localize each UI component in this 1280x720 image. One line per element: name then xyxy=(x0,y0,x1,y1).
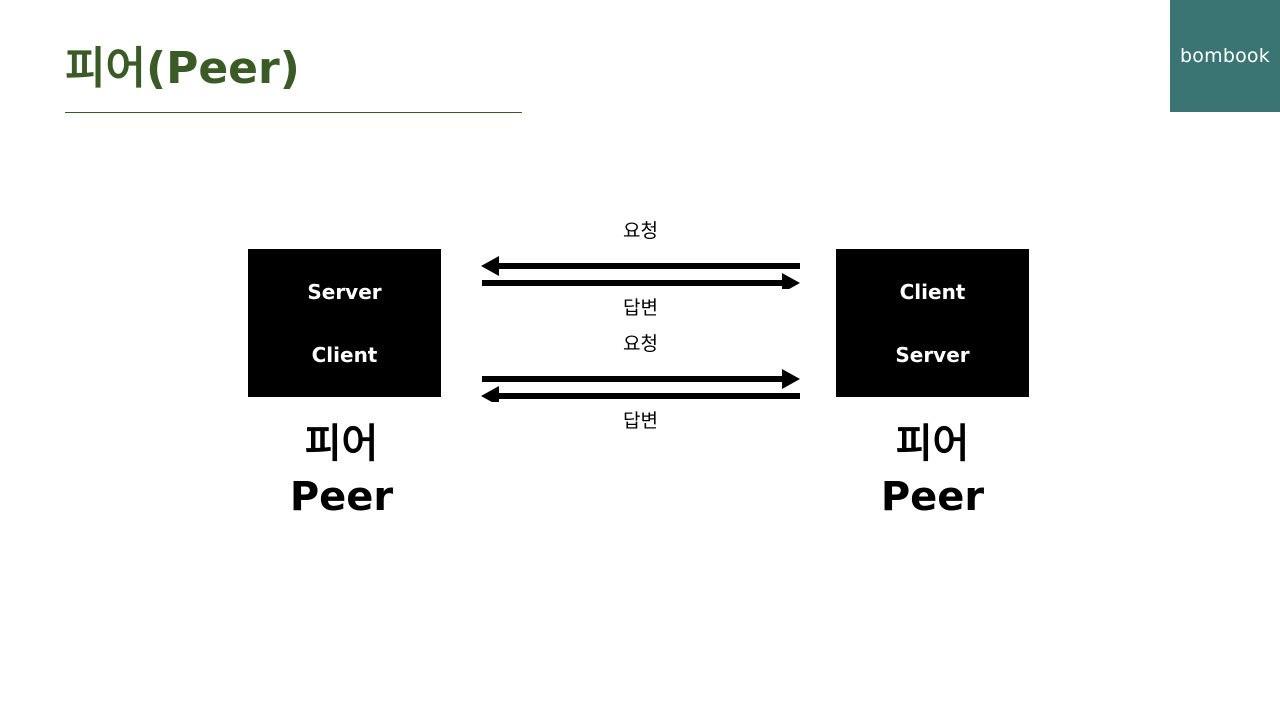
brand-logo-label: bombook xyxy=(1180,45,1270,67)
left-peer-role-top: Server xyxy=(307,279,382,304)
right-peer-caption-english: Peer xyxy=(880,473,985,520)
upper-request-label: 요청 xyxy=(623,220,658,242)
left-peer-caption-korean: 피어 xyxy=(304,421,379,467)
lower-request-label: 요청 xyxy=(623,333,658,355)
lower-arrow-pair-icon xyxy=(481,369,800,402)
right-peer-role-bottom: Server xyxy=(895,342,970,367)
page-title: 피어(Peer) xyxy=(65,43,300,94)
left-peer-caption: 피어 Peer xyxy=(245,418,438,524)
upper-exchange-group: 요청 답변 xyxy=(481,222,800,318)
left-peer-caption-english: Peer xyxy=(289,473,394,520)
upper-arrow-pair-icon xyxy=(481,256,800,289)
right-peer-caption-korean: 피어 xyxy=(895,421,970,467)
right-peer-role-top: Client xyxy=(899,279,966,304)
lower-exchange-group: 요청 답변 xyxy=(481,335,800,431)
upper-reply-label: 답변 xyxy=(623,297,658,319)
left-peer-box: Server Client xyxy=(248,249,441,397)
right-peer-box: Client Server xyxy=(836,249,1029,397)
right-peer-caption: 피어 Peer xyxy=(836,418,1029,524)
left-peer-role-bottom: Client xyxy=(311,342,378,367)
lower-reply-label: 답변 xyxy=(623,410,658,432)
brand-logo: bombook xyxy=(1170,0,1280,112)
title-underline xyxy=(65,112,522,113)
